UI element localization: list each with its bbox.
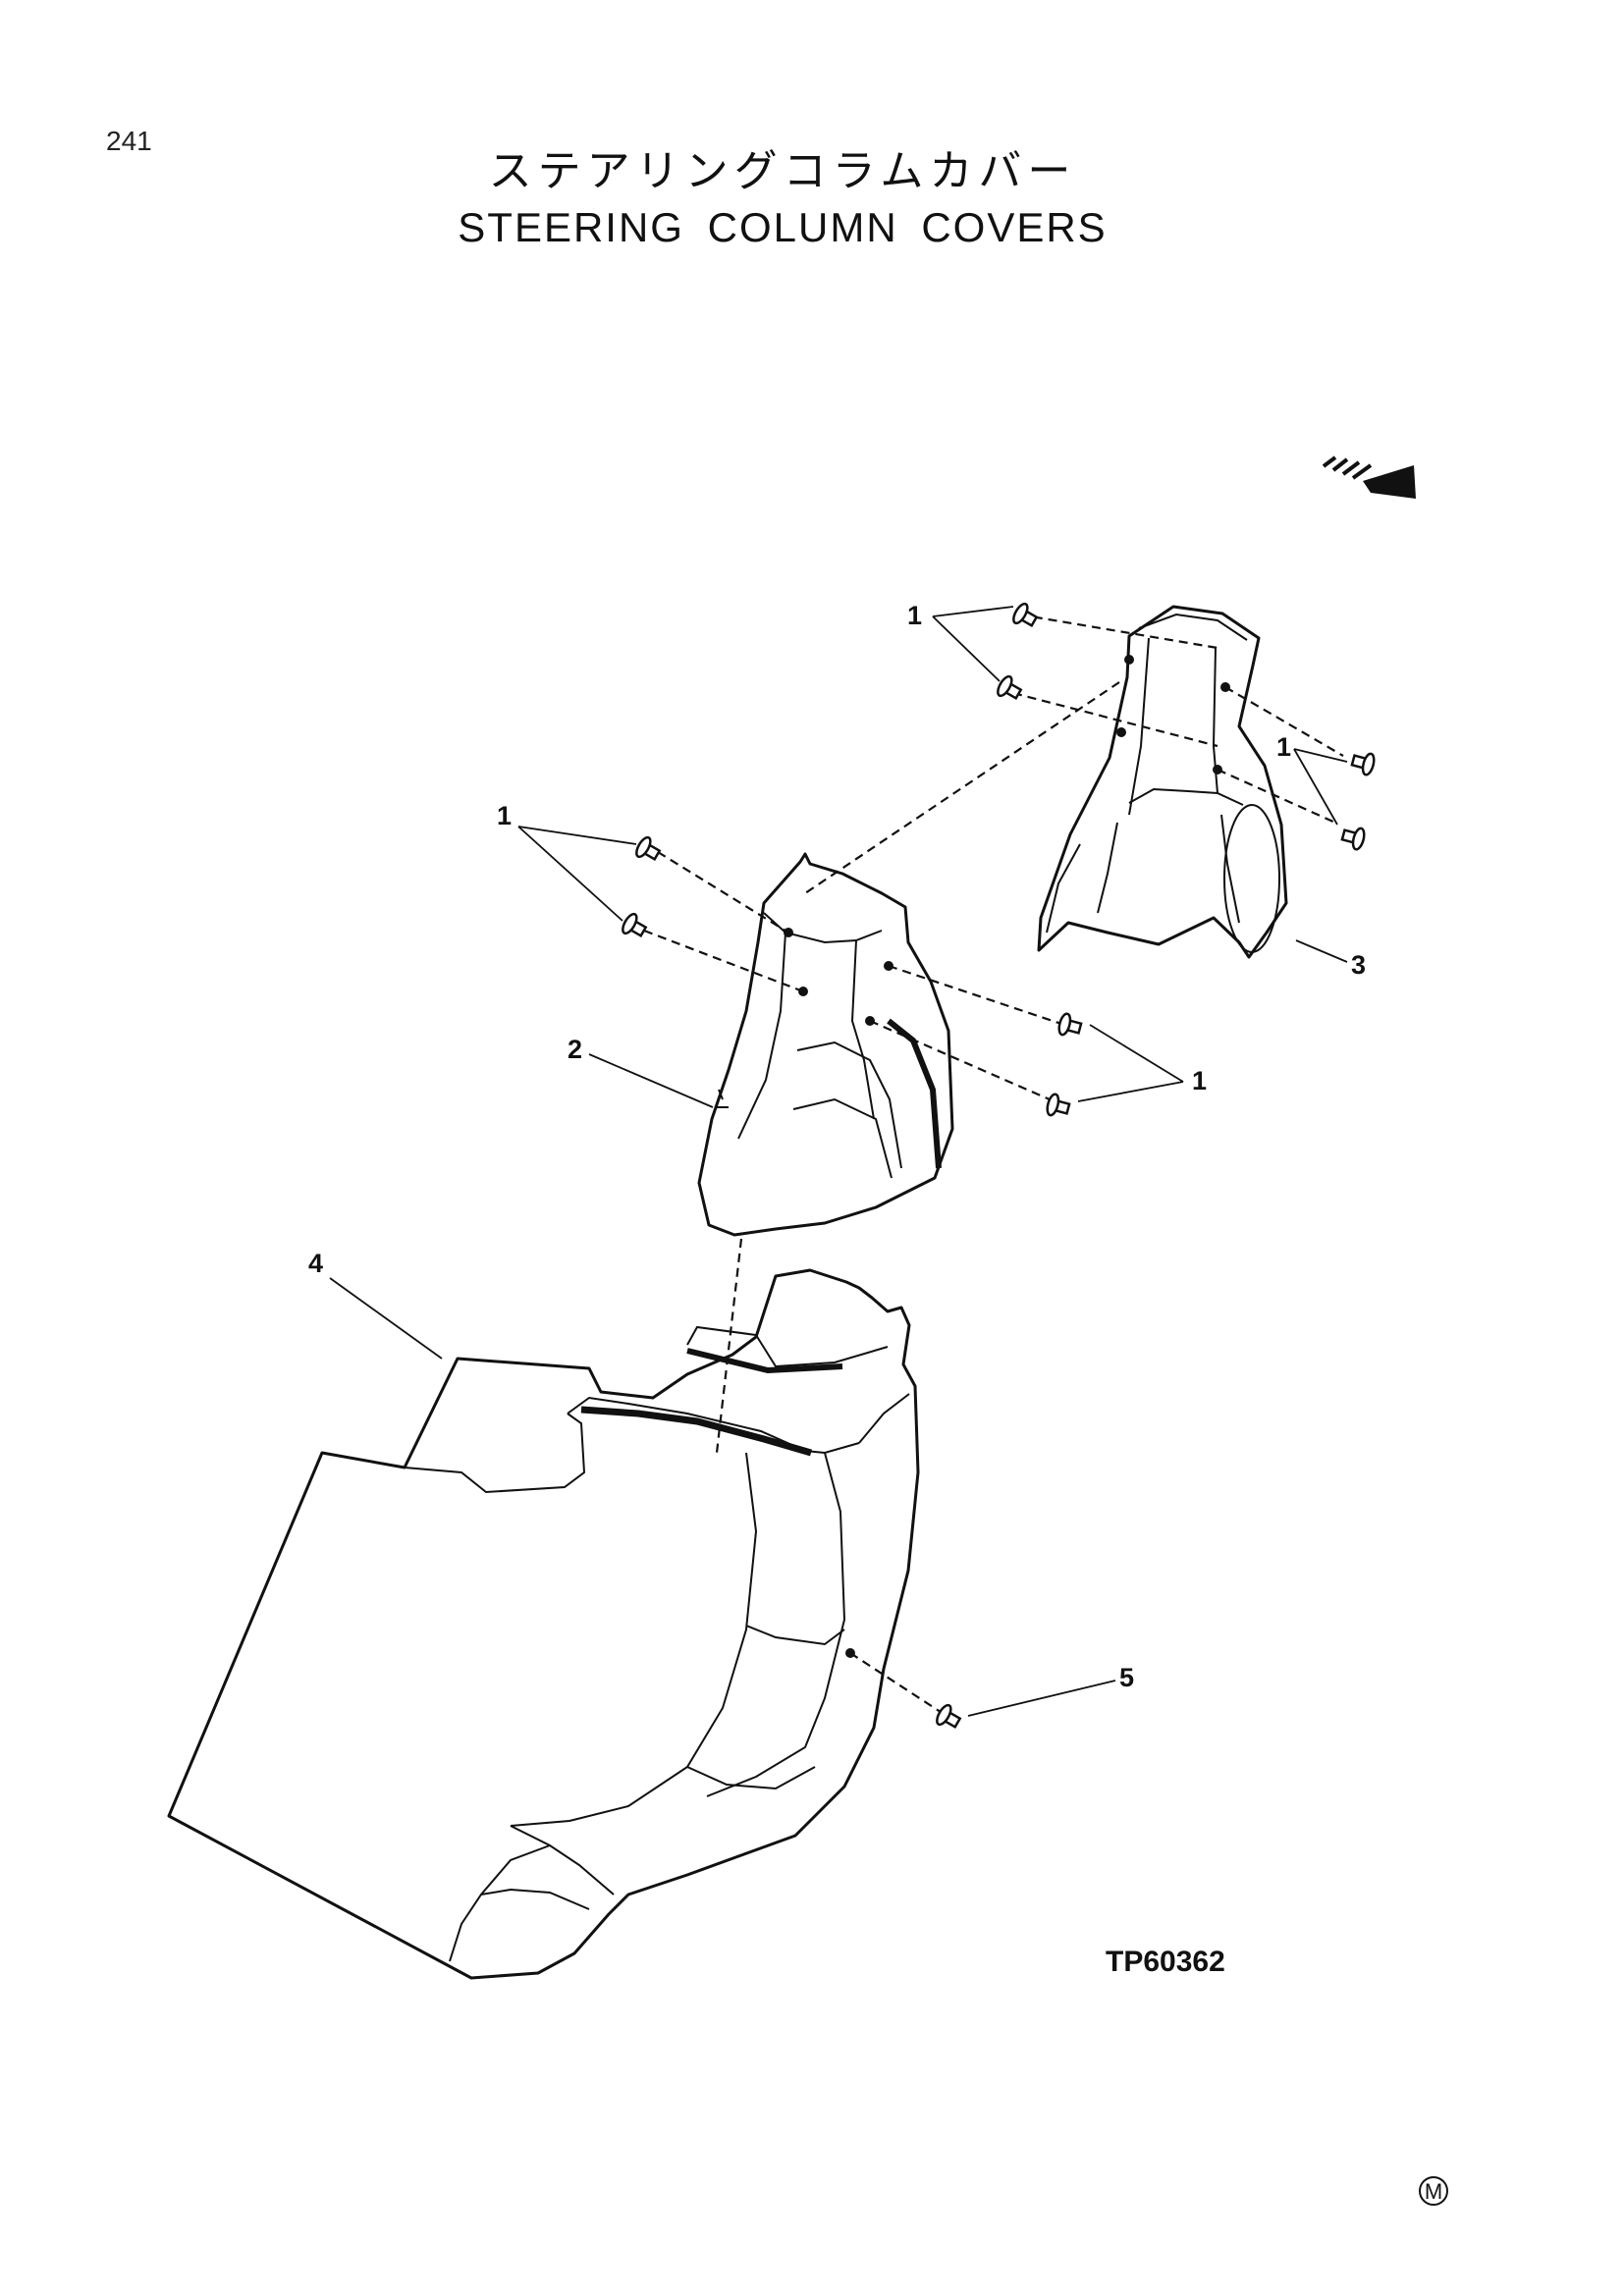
bolt-icon — [1012, 602, 1039, 628]
manufacturer-mark-letter: M — [1425, 2179, 1442, 2204]
bolt-icon — [622, 912, 648, 938]
callout-part-5: 5 — [1119, 1663, 1134, 1692]
callout-part-1: 1 — [907, 601, 922, 630]
title-block: ステアリングコラムカバー STEERING COLUMN COVERS — [0, 143, 1624, 255]
column-cover-upper-front — [697, 852, 954, 1237]
callout-part-3: 3 — [1351, 950, 1366, 980]
front-direction-arrow-icon — [1322, 455, 1416, 499]
column-cover-upper-rear — [1037, 605, 1288, 959]
manufacturer-mark: M — [1419, 2176, 1448, 2206]
title-english: STEERING COLUMN COVERS — [458, 204, 1108, 250]
callout-part-1: 1 — [497, 801, 512, 830]
callout-part-2: 2 — [568, 1035, 582, 1064]
bolt-icon — [1057, 1012, 1083, 1037]
bolt-icon — [1340, 827, 1366, 851]
title-japanese: ステアリングコラムカバー — [488, 146, 1077, 196]
bolt-part-5 — [936, 1703, 962, 1730]
callout-part-1: 1 — [1276, 732, 1291, 762]
bolt-group-part-1 — [622, 602, 1376, 1117]
bolt-icon — [635, 835, 662, 862]
bolt-icon — [1046, 1093, 1071, 1117]
bolt-icon — [936, 1703, 962, 1730]
leader-lines — [329, 606, 1348, 1717]
callout-part-4: 4 — [308, 1249, 323, 1278]
figure-id: TP60362 — [1106, 1946, 1225, 1978]
column-cover-lower — [167, 1268, 920, 1980]
page-number: 241 — [106, 126, 152, 156]
assembly-lines — [643, 613, 1344, 1717]
callout-part-1: 1 — [1192, 1066, 1207, 1095]
bolt-icon — [997, 674, 1023, 701]
bolt-icon — [1350, 752, 1376, 776]
